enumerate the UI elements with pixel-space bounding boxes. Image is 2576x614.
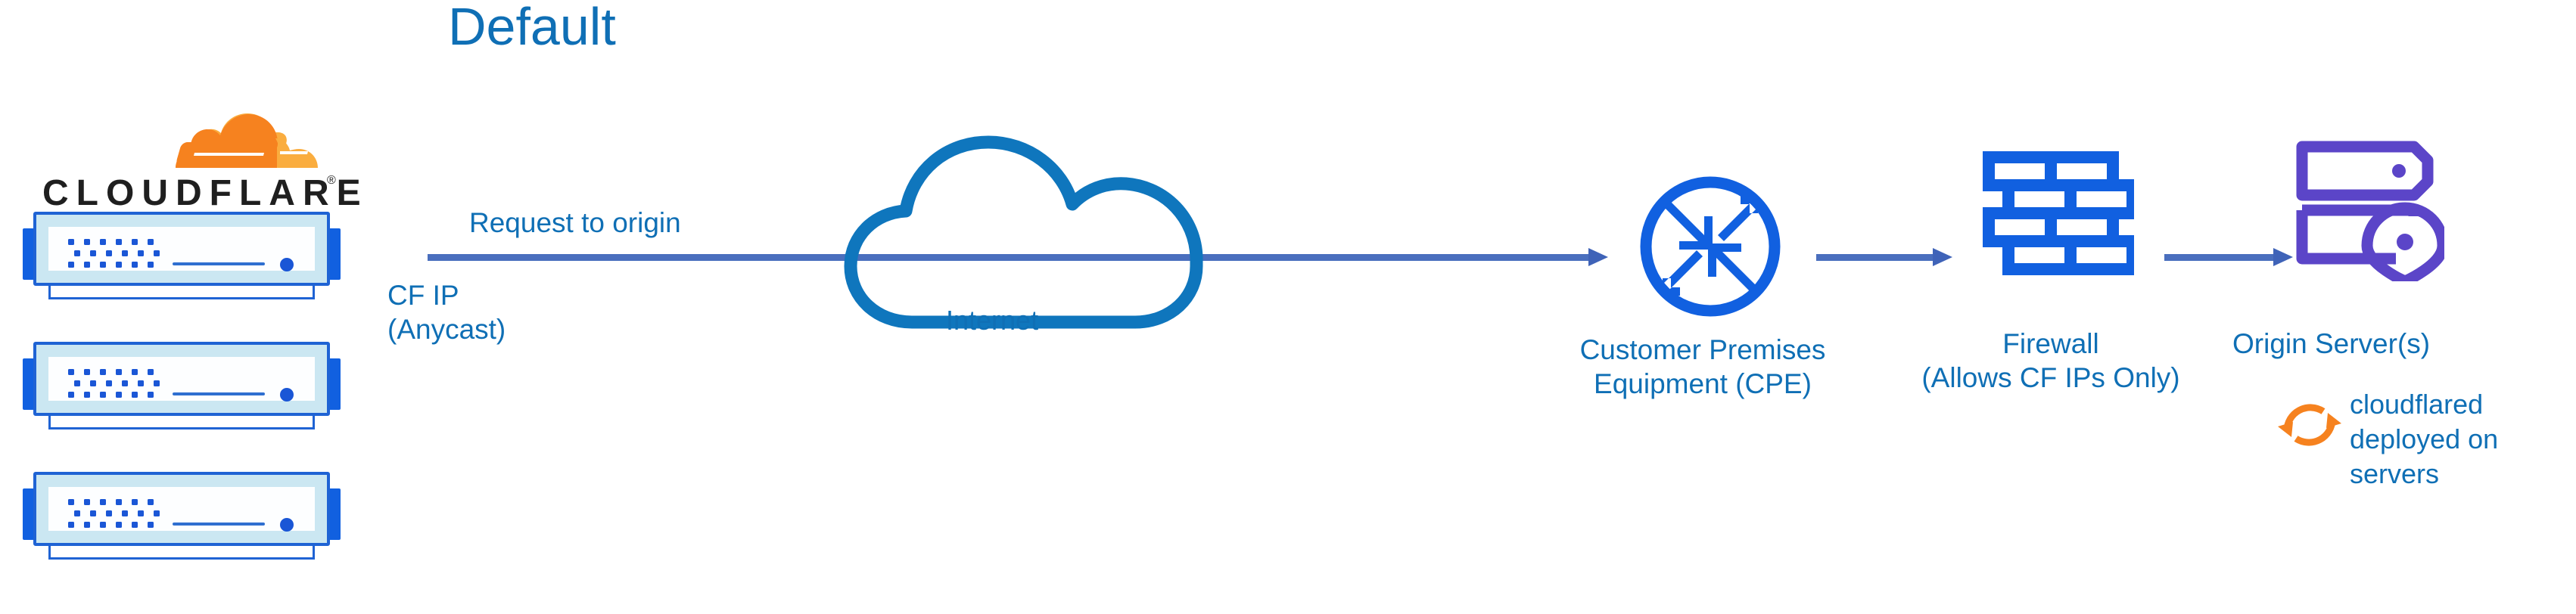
server-led-icon	[280, 388, 294, 402]
server-base	[48, 286, 315, 299]
server-slot-line	[173, 392, 265, 395]
cloud-outline-icon	[840, 104, 1279, 335]
server-vents	[68, 369, 160, 403]
router-circle-arrows-icon	[1635, 171, 1786, 326]
cf-ip-line-2: (Anycast)	[387, 314, 506, 346]
connector-label-request: Request to origin	[469, 207, 681, 238]
sync-arrows-circle-icon	[2276, 392, 2343, 462]
connector-firewall-to-origin	[2164, 246, 2293, 268]
cloudflared-label-line-1: cloudflared	[2350, 389, 2484, 420]
server-chassis	[33, 342, 330, 416]
origin-server-label: Origin Server(s)	[2232, 328, 2431, 359]
firewall-label: Firewall (Allows CF IPs Only)	[1892, 327, 2210, 395]
server-vents	[68, 239, 160, 273]
cpe-label-line-2: Equipment (CPE)	[1594, 368, 1812, 400]
brick-wall-icon	[1983, 151, 2139, 285]
server-chassis	[33, 212, 330, 286]
cpe-label-line-1: Customer Premises	[1579, 334, 1826, 365]
cloudflare-wordmark: CLOUDFLARE	[42, 173, 369, 213]
cloudflared-label: cloudflared deployed on servers	[2350, 387, 2524, 492]
cloudflare-cloud-icon	[176, 113, 318, 169]
connector-shaft	[428, 254, 1588, 261]
internet-label: Internet	[946, 305, 1039, 336]
arrowhead-icon	[2273, 248, 2293, 266]
cloudflared-label-line-3: servers	[2350, 458, 2440, 490]
server-slot-line	[173, 523, 265, 526]
cloudflare-logo: CLOUDFLARE ®	[30, 112, 361, 213]
server-stack-location-pin-icon	[2293, 138, 2449, 288]
server-faceplate	[48, 487, 315, 533]
connector-request-to-origin	[428, 246, 1608, 268]
page-title: Default	[448, 0, 616, 56]
registered-trademark-icon: ®	[327, 174, 336, 187]
firewall-label-line-2: (Allows CF IPs Only)	[1921, 362, 2180, 394]
rack-server-icon	[23, 472, 341, 563]
server-vents	[68, 499, 160, 533]
cloudflared-label-line-2: deployed on	[2350, 423, 2499, 455]
server-slot-line	[173, 262, 265, 265]
cf-ip-label: CF IP (Anycast)	[387, 278, 506, 346]
firewall-label-line-1: Firewall	[2002, 328, 2099, 359]
connector-cpe-to-firewall	[1816, 246, 1952, 268]
arrowhead-icon	[1588, 248, 1608, 266]
cpe-label: Customer Premises Equipment (CPE)	[1544, 333, 1862, 401]
server-base	[48, 546, 315, 560]
server-base	[48, 416, 315, 429]
server-chassis	[33, 472, 330, 546]
cf-ip-line-1: CF IP	[387, 280, 459, 311]
rack-server-icon	[23, 212, 341, 302]
arrowhead-icon	[1933, 248, 1952, 266]
server-led-icon	[280, 518, 294, 532]
rack-server-icon	[23, 342, 341, 433]
connector-shaft	[2164, 254, 2275, 261]
server-faceplate	[48, 227, 315, 271]
connector-shaft	[1816, 254, 1934, 261]
server-faceplate	[48, 357, 315, 403]
server-led-icon	[280, 258, 294, 271]
